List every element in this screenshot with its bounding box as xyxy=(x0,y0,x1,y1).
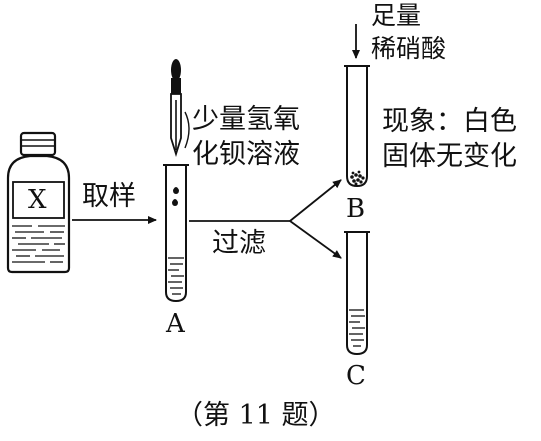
filter-arrows xyxy=(189,179,342,259)
acid-label-line1: 足量 xyxy=(371,1,422,30)
sampling-label: 取样 xyxy=(82,181,136,212)
test-tube-a xyxy=(163,164,189,303)
dropper xyxy=(170,59,182,158)
dropper-label-line2: 化钡溶液 xyxy=(192,139,300,170)
dropper-label-bracket xyxy=(184,111,190,149)
reagent-bottle xyxy=(6,131,71,274)
tube-b-label: B xyxy=(346,194,366,224)
observation-line2: 固体无变化 xyxy=(382,141,517,172)
bottle-label: X xyxy=(28,185,47,215)
dropper-label-line1: 少量氢氧 xyxy=(192,104,300,135)
observation-line1: 现象：白色 xyxy=(382,106,517,137)
tube-c-label: C xyxy=(346,361,366,391)
test-tube-c xyxy=(344,231,370,356)
test-tube-b xyxy=(344,65,370,188)
acid-label-line2: 稀硝酸 xyxy=(371,34,447,63)
tube-a-label: A xyxy=(166,309,185,339)
filter-label: 过滤 xyxy=(212,228,266,259)
figure-caption: （第 11 题） xyxy=(176,400,336,431)
